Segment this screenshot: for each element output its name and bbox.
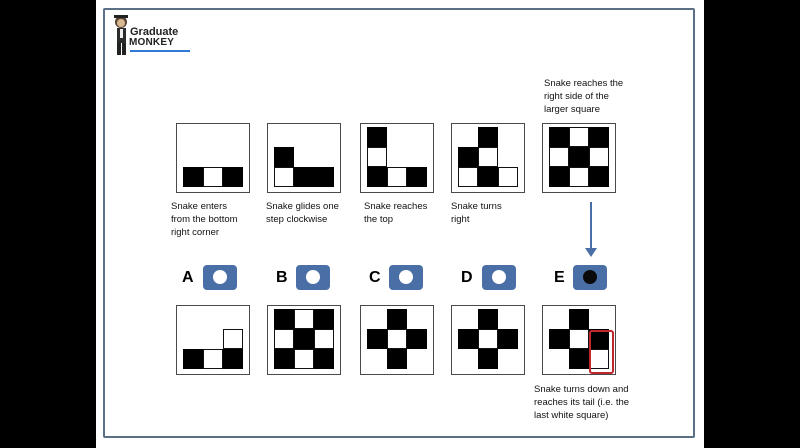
white-square bbox=[569, 329, 589, 349]
white-square bbox=[387, 329, 407, 349]
tail-highlight-box bbox=[589, 330, 614, 374]
black-square bbox=[367, 127, 387, 147]
logo-text-monkey: MONKEY bbox=[129, 37, 175, 48]
answer-grid-b bbox=[267, 305, 341, 375]
black-square bbox=[407, 167, 427, 187]
black-square bbox=[294, 167, 314, 187]
black-square bbox=[458, 147, 478, 167]
black-square bbox=[498, 329, 518, 349]
black-square bbox=[407, 329, 427, 349]
option-letter-a: A bbox=[182, 269, 194, 286]
white-square bbox=[223, 329, 243, 349]
radio-dot-icon bbox=[306, 270, 320, 284]
top-right-caption: Snake reaches the right side of the larg… bbox=[544, 78, 624, 115]
black-square bbox=[569, 309, 589, 329]
down-arrow-shaft bbox=[590, 202, 592, 250]
black-square bbox=[367, 329, 387, 349]
black-square bbox=[549, 167, 569, 187]
option-a-button[interactable] bbox=[203, 265, 237, 290]
answer-grid-d bbox=[451, 305, 525, 375]
option-letter-e: E bbox=[554, 269, 565, 286]
radio-dot-icon bbox=[492, 270, 506, 284]
black-square bbox=[387, 309, 407, 329]
white-square bbox=[367, 147, 387, 167]
black-square bbox=[367, 167, 387, 187]
white-square bbox=[589, 147, 609, 167]
black-square bbox=[569, 147, 589, 167]
graduate-monkey-logo: Graduate MONKEY bbox=[110, 14, 194, 56]
black-square bbox=[314, 309, 334, 329]
caption-step-1: Snake enters from the bottom right corne… bbox=[171, 201, 238, 238]
white-square bbox=[203, 349, 223, 369]
white-square bbox=[294, 309, 314, 329]
option-letter-c: C bbox=[369, 269, 381, 286]
bottom-right-caption: Snake turns down and reaches its tail (i… bbox=[534, 384, 630, 421]
answer-grid-c bbox=[360, 305, 434, 375]
black-square bbox=[478, 349, 498, 369]
caption-step-2: Snake glides one step clockwise bbox=[266, 201, 339, 225]
sequence-grid-1 bbox=[176, 123, 250, 193]
caption-step-3: Snake reaches the top bbox=[364, 201, 428, 225]
sequence-grid-4 bbox=[451, 123, 525, 193]
black-square bbox=[183, 167, 203, 187]
black-square bbox=[294, 329, 314, 349]
white-square bbox=[569, 167, 589, 187]
black-square bbox=[223, 167, 243, 187]
monkey-mascot-icon bbox=[114, 15, 128, 55]
option-letter-b: B bbox=[276, 269, 288, 286]
white-square bbox=[478, 147, 498, 167]
black-square bbox=[314, 349, 334, 369]
radio-dot-icon bbox=[213, 270, 227, 284]
white-square bbox=[274, 167, 294, 187]
radio-dot-icon bbox=[399, 270, 413, 284]
slide-frame bbox=[103, 8, 695, 438]
black-square bbox=[589, 167, 609, 187]
answer-grid-a bbox=[176, 305, 250, 375]
black-square bbox=[314, 167, 334, 187]
black-square bbox=[589, 127, 609, 147]
option-letter-d: D bbox=[461, 269, 473, 286]
white-square bbox=[294, 349, 314, 369]
white-square bbox=[314, 329, 334, 349]
white-square bbox=[498, 167, 518, 187]
black-square bbox=[387, 349, 407, 369]
black-square bbox=[549, 329, 569, 349]
black-square bbox=[478, 309, 498, 329]
black-square bbox=[478, 167, 498, 187]
option-e-button[interactable] bbox=[573, 265, 607, 290]
option-c-button[interactable] bbox=[389, 265, 423, 290]
sequence-grid-2 bbox=[267, 123, 341, 193]
white-square bbox=[569, 127, 589, 147]
white-square bbox=[458, 167, 478, 187]
black-square bbox=[274, 309, 294, 329]
option-b-button[interactable] bbox=[296, 265, 330, 290]
option-d-button[interactable] bbox=[482, 265, 516, 290]
white-square bbox=[549, 147, 569, 167]
black-square bbox=[458, 329, 478, 349]
black-square bbox=[549, 127, 569, 147]
white-square bbox=[203, 167, 223, 187]
sequence-grid-3 bbox=[360, 123, 434, 193]
down-arrow-icon bbox=[585, 248, 597, 257]
black-square bbox=[478, 127, 498, 147]
black-square bbox=[223, 349, 243, 369]
radio-dot-selected-icon bbox=[583, 270, 597, 284]
logo-underline bbox=[130, 50, 190, 52]
caption-step-4: Snake turns right bbox=[451, 201, 502, 225]
black-square bbox=[274, 349, 294, 369]
black-square bbox=[569, 349, 589, 369]
white-square bbox=[478, 329, 498, 349]
black-square bbox=[589, 329, 609, 349]
black-square bbox=[274, 147, 294, 167]
sequence-grid-5 bbox=[542, 123, 616, 193]
black-square bbox=[183, 349, 203, 369]
answer-grid-e bbox=[542, 305, 616, 375]
white-square bbox=[387, 167, 407, 187]
logo-text-graduate: Graduate bbox=[130, 26, 179, 38]
white-square bbox=[274, 329, 294, 349]
